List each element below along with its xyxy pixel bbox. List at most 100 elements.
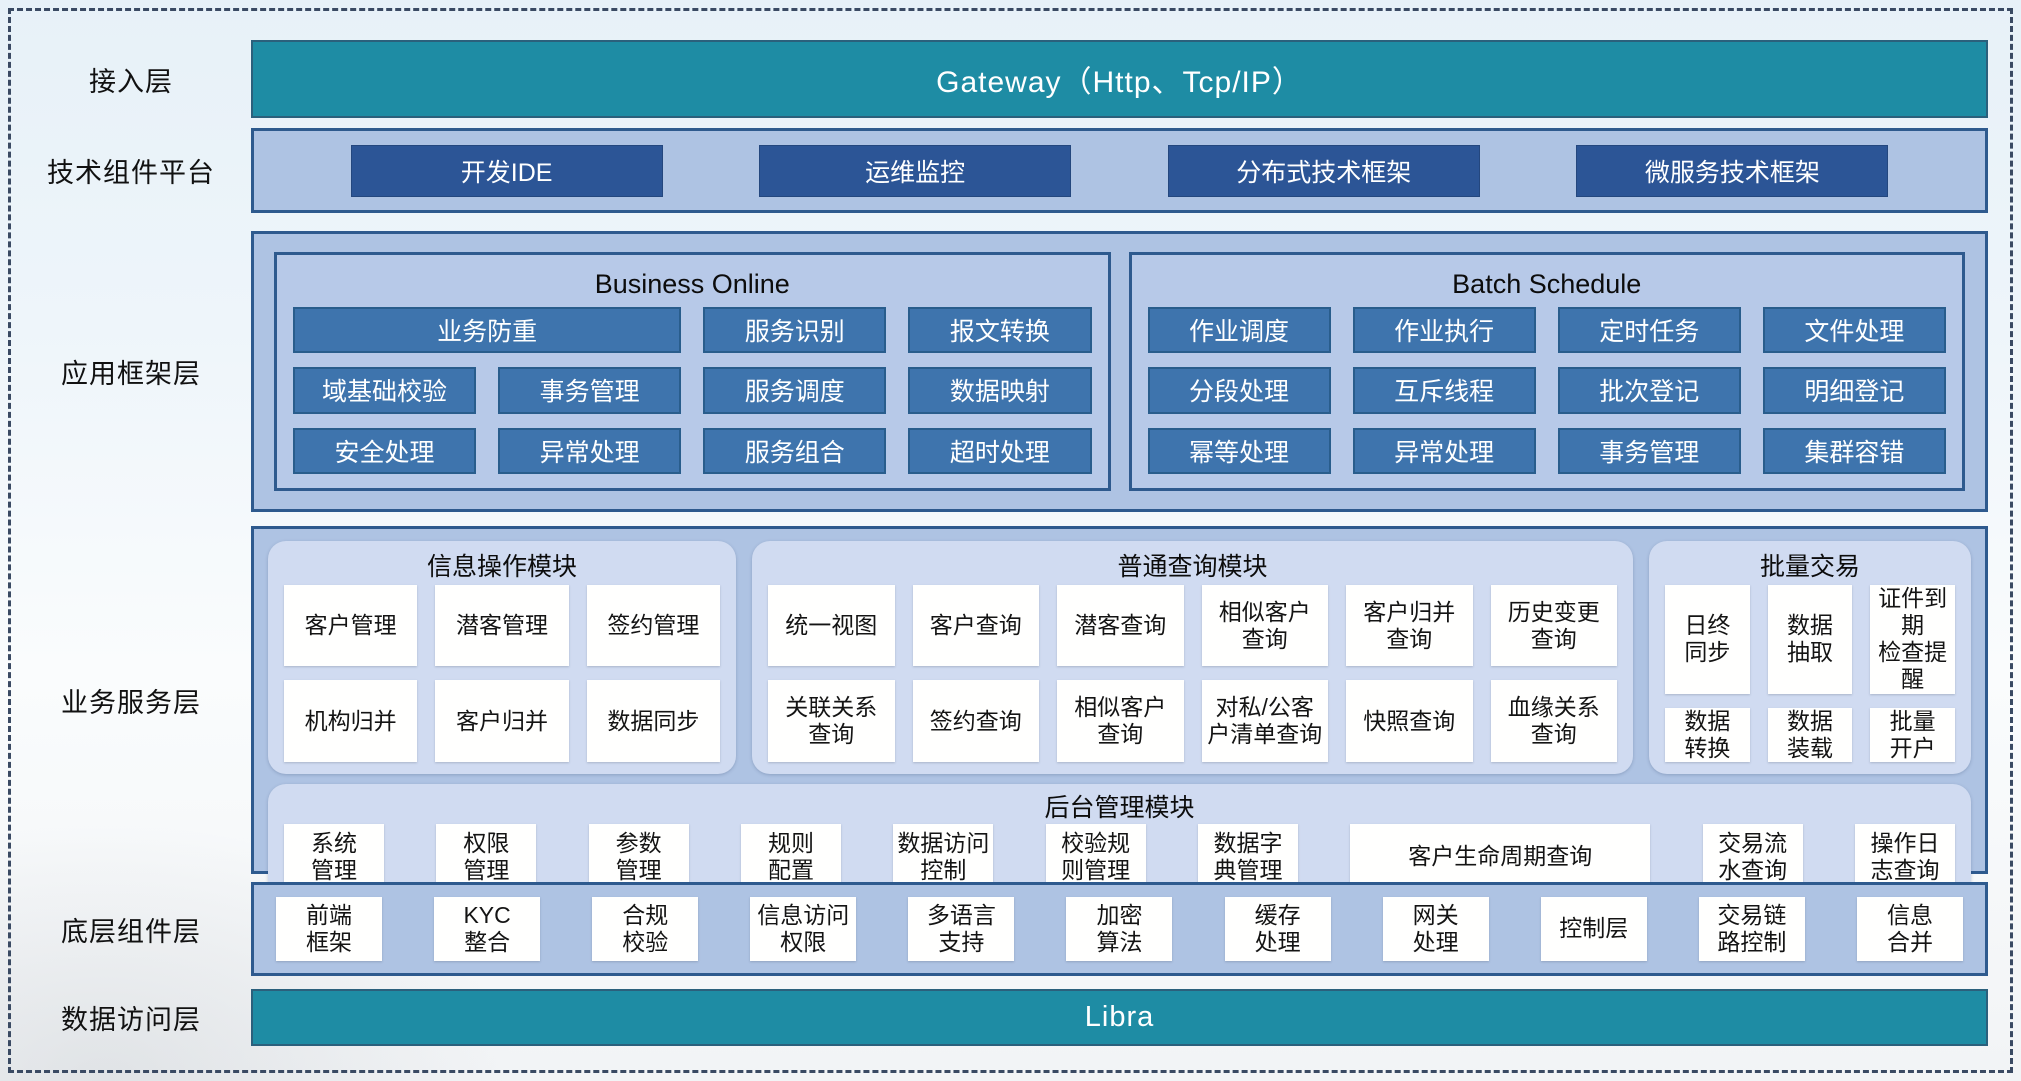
module-box: 批次登记 <box>1557 367 1741 414</box>
business-online-panel: Business Online 业务防重 服务识别 报文转换 域基础校验 事务管… <box>274 252 1111 491</box>
module-box: 作业执行 <box>1352 307 1536 354</box>
service-box: 潜客管理 <box>435 585 569 667</box>
business-online-title: Business Online <box>594 268 790 299</box>
libra-bar: Libra <box>251 989 1988 1046</box>
component-box: 信息 合并 <box>1856 897 1963 961</box>
module-box: 事务管理 <box>1557 427 1741 474</box>
service-box: 潜客查询 <box>1057 585 1184 667</box>
component-box: 缓存 处理 <box>1224 897 1331 961</box>
service-box: 系统 管理 <box>284 823 384 890</box>
component-box: KYC 整合 <box>434 897 541 961</box>
component-box: 前端 框架 <box>276 897 382 961</box>
data-access-row: 数据访问层 Libra <box>11 989 2010 1046</box>
access-layer-row: 接入层 Gateway（Http、Tcp/IP） <box>11 40 2010 118</box>
component-box: 交易链 路控制 <box>1698 897 1805 961</box>
component-box: 控制层 <box>1540 897 1647 961</box>
admin-panel: 后台管理模块 系统 管理 权限 管理 参数 管理 规则 配置 数据访问 控制 校… <box>268 783 1971 896</box>
module-box: 服务调度 <box>703 367 887 414</box>
service-box: 操作日 志查询 <box>1854 823 1955 890</box>
service-box: 数据同步 <box>586 680 720 762</box>
module-box: 文件处理 <box>1762 307 1946 354</box>
module-box: 互斥线程 <box>1352 367 1536 414</box>
service-box: 对私/公客 户清单查询 <box>1201 680 1328 762</box>
tech-platform-label: 技术组件平台 <box>47 158 215 188</box>
query-panel: 普通查询模块 统一视图 客户查询 潜客查询 相似客户 查询 客户归并 查询 历史… <box>752 541 1633 774</box>
module-box: 幂等处理 <box>1147 427 1331 474</box>
tech-button-dev-ide: 开发IDE <box>350 144 663 197</box>
module-box: 域基础校验 <box>293 367 477 414</box>
module-box: 服务组合 <box>703 427 887 474</box>
service-box: 相似客户 查询 <box>1057 680 1184 762</box>
service-box: 客户归并 查询 <box>1346 585 1473 667</box>
service-box: 客户管理 <box>284 585 418 667</box>
service-box: 机构归并 <box>284 680 418 762</box>
component-box: 合规 校验 <box>592 897 699 961</box>
batch-trade-panel: 批量交易 日终 同步 数据 抽取 证件到期 检查提醒 数据 转换 数据 装载 批… <box>1649 541 1971 774</box>
gateway-bar: Gateway（Http、Tcp/IP） <box>251 40 1988 118</box>
tech-platform-container: 开发IDE 运维监控 分布式技术框架 微服务技术框架 <box>251 128 1988 213</box>
service-box: 统一视图 <box>768 585 895 667</box>
module-box: 超时处理 <box>908 427 1092 474</box>
module-box: 报文转换 <box>908 307 1092 354</box>
service-box: 数据字 典管理 <box>1197 823 1298 890</box>
service-box: 规则 配置 <box>740 823 841 890</box>
module-box: 事务管理 <box>498 367 682 414</box>
foundation-container: 前端 框架 KYC 整合 合规 校验 信息访问 权限 多语言 支持 加密 算法 … <box>251 882 1988 976</box>
business-service-label: 业务服务层 <box>61 687 201 718</box>
module-box: 分段处理 <box>1147 367 1331 414</box>
component-box: 网关 处理 <box>1382 897 1489 961</box>
module-box: 异常处理 <box>1352 427 1536 474</box>
module-box: 集群容错 <box>1762 427 1946 474</box>
tech-button-ops-monitor: 运维监控 <box>759 144 1072 197</box>
service-box: 批量 开户 <box>1870 707 1955 762</box>
service-box: 参数 管理 <box>588 823 689 890</box>
module-box: 业务防重 <box>293 307 682 354</box>
module-box: 异常处理 <box>498 427 682 474</box>
app-framework-label: 应用框架层 <box>61 359 201 389</box>
batch-trade-title: 批量交易 <box>1759 553 1860 581</box>
business-service-container: 信息操作模块 客户管理 潜客管理 签约管理 机构归并 客户归并 数据同步 <box>251 526 1988 896</box>
admin-title: 后台管理模块 <box>1044 793 1195 822</box>
module-box: 明细登记 <box>1762 367 1946 414</box>
business-service-row: 业务服务层 信息操作模块 客户管理 潜客管理 签约管理 机构归并 <box>11 526 2010 896</box>
service-box: 证件到期 检查提醒 <box>1870 585 1955 694</box>
service-box: 数据 装载 <box>1767 707 1853 762</box>
service-box: 数据 抽取 <box>1767 585 1853 694</box>
data-access-label: 数据访问层 <box>61 1005 201 1035</box>
info-ops-title: 信息操作模块 <box>426 553 577 581</box>
module-box: 服务识别 <box>703 307 887 354</box>
module-box: 作业调度 <box>1147 307 1331 354</box>
service-box: 血缘关系 查询 <box>1490 680 1617 762</box>
service-box: 签约管理 <box>586 585 720 667</box>
service-box: 客户生命周期查询 <box>1350 823 1651 890</box>
tech-platform-row: 技术组件平台 开发IDE 运维监控 分布式技术框架 微服务技术框架 <box>11 128 2010 213</box>
component-box: 信息访问 权限 <box>750 897 857 961</box>
service-box: 数据 转换 <box>1665 707 1750 762</box>
app-framework-container: Business Online 业务防重 服务识别 报文转换 域基础校验 事务管… <box>251 231 1988 512</box>
module-box: 定时任务 <box>1557 307 1741 354</box>
query-title: 普通查询模块 <box>1117 553 1268 581</box>
service-box: 客户查询 <box>912 585 1039 667</box>
access-layer-label: 接入层 <box>89 66 173 97</box>
batch-schedule-title: Batch Schedule <box>1452 268 1642 299</box>
foundation-row: 底层组件层 前端 框架 KYC 整合 合规 校验 信息访问 权限 多语言 支持 … <box>11 882 2010 976</box>
service-box: 日终 同步 <box>1665 585 1750 694</box>
module-box: 数据映射 <box>908 367 1092 414</box>
tech-button-microservice-framework: 微服务技术框架 <box>1576 144 1889 197</box>
service-box: 快照查询 <box>1346 680 1473 762</box>
component-box: 加密 算法 <box>1066 897 1173 961</box>
service-box: 交易流 水查询 <box>1702 823 1803 890</box>
service-box: 校验规 则管理 <box>1045 823 1146 890</box>
batch-schedule-panel: Batch Schedule 作业调度 作业执行 定时任务 文件处理 分段处理 … <box>1128 252 1965 491</box>
service-box: 数据访问 控制 <box>893 823 994 890</box>
diagram-content: 接入层 Gateway（Http、Tcp/IP） 技术组件平台 开发IDE 运维… <box>11 11 2010 1070</box>
service-box: 关联关系 查询 <box>768 680 895 762</box>
service-box: 相似客户 查询 <box>1201 585 1328 667</box>
service-box: 权限 管理 <box>436 823 537 890</box>
module-box: 安全处理 <box>293 427 477 474</box>
foundation-label: 底层组件层 <box>61 916 201 947</box>
service-box: 客户归并 <box>435 680 569 762</box>
info-ops-panel: 信息操作模块 客户管理 潜客管理 签约管理 机构归并 客户归并 数据同步 <box>268 541 736 774</box>
tech-button-distributed-framework: 分布式技术框架 <box>1167 144 1480 197</box>
